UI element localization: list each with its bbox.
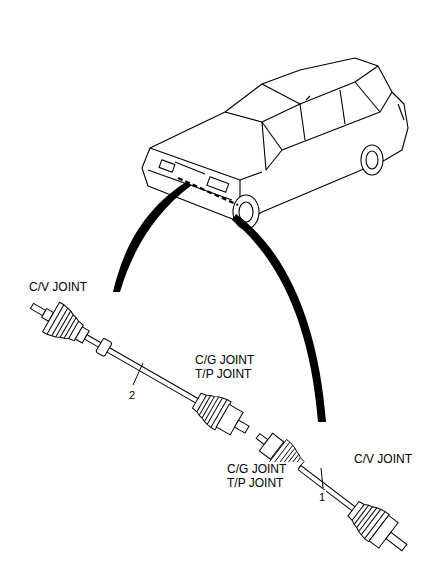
joint-label: C/G JOINT T/P JOINT	[194, 353, 266, 381]
joint-label: C/G JOINT T/P JOINT	[226, 462, 298, 490]
callout-number: 2	[128, 388, 136, 402]
joint-label: C/V JOINT	[353, 452, 413, 466]
joint-label: C/V JOINT	[28, 280, 88, 294]
callout-number: 1	[318, 490, 326, 504]
